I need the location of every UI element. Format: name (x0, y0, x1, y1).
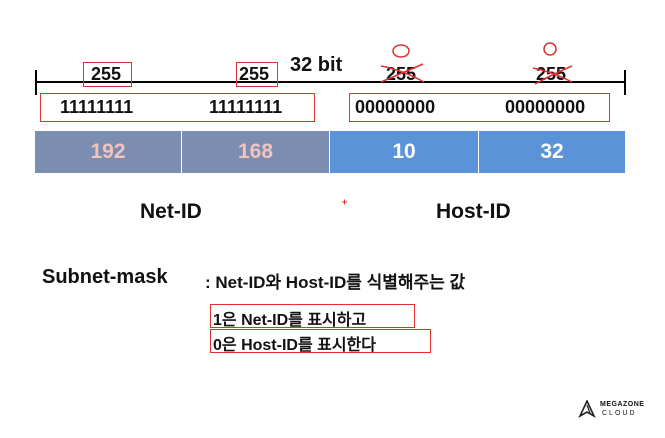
subnet-description: : Net-ID와 Host-ID를 식별해주는 값 (205, 273, 466, 292)
bit-label: 32 bit (290, 54, 343, 76)
binary-octet-3: 00000000 (355, 97, 436, 117)
ip-octet-4: 32 (479, 131, 625, 173)
brand-top: MEGAZONE (600, 401, 645, 408)
net-bits-box (40, 93, 315, 122)
binary-octet-1: 11111111 (60, 97, 134, 117)
net-id-label: Net-ID (140, 200, 202, 223)
top-value-2: 255 (239, 64, 270, 84)
host-id-label: Host-ID (436, 200, 511, 223)
logo-icon (578, 400, 596, 418)
subnet-term: Subnet-mask (42, 266, 168, 288)
note-1-box (210, 304, 415, 328)
brand-bottom: CLOUD (602, 410, 637, 417)
note-0-box (210, 329, 431, 353)
top-value-1: 255 (91, 64, 122, 84)
highlight-box (83, 62, 132, 87)
ip-octet-2: 168 (182, 131, 329, 173)
note-1: 1은 Net-ID를 표시하고 (213, 312, 367, 329)
host-bits-box (349, 93, 610, 122)
highlight-box (236, 62, 278, 87)
note-0: 0은 Host-ID를 표시한다 (213, 337, 376, 354)
binary-octet-2: 11111111 (209, 97, 283, 117)
ip-octet-1: 192 (35, 131, 181, 173)
binary-octet-4: 00000000 (505, 97, 586, 117)
ip-octet-3: 10 (330, 131, 478, 173)
